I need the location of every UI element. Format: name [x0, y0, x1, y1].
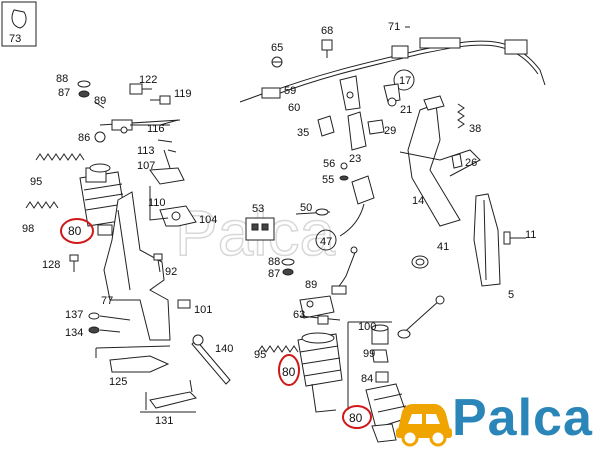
part-label: 87 [58, 87, 70, 99]
part-label: 86 [78, 132, 90, 144]
brand-logo: Palca [392, 386, 600, 453]
part-label: 134 [65, 327, 83, 339]
part-label: 23 [349, 153, 361, 165]
part-label: 110 [148, 197, 166, 209]
part-label: 60 [288, 102, 300, 114]
part-label: 140 [215, 343, 233, 355]
highlight-markers [60, 218, 372, 429]
part-label: 35 [297, 127, 309, 139]
part-label: 55 [322, 174, 334, 186]
part-label: 88 [268, 256, 280, 268]
part-label: 77 [101, 295, 113, 307]
part-label: 113 [137, 145, 155, 157]
part-label: 89 [305, 279, 317, 291]
part-label: 88 [56, 73, 68, 85]
part-label-highlighted: 80 [349, 411, 363, 425]
part-label: 101 [194, 304, 212, 316]
part-label: 98 [22, 223, 34, 235]
part-label: 17 [399, 75, 411, 87]
part-label: 26 [465, 157, 477, 169]
part-label: 29 [384, 125, 396, 137]
part-label: 99 [363, 348, 375, 360]
part-label: 95 [254, 349, 266, 361]
part-label: 84 [361, 373, 373, 385]
part-label: 104 [199, 214, 217, 226]
part-label: 50 [300, 202, 312, 214]
part-label: 137 [65, 309, 83, 321]
corner-box-label: 73 [9, 33, 21, 45]
part-label: 100 [358, 321, 376, 333]
part-label: 38 [469, 123, 481, 135]
part-label: 119 [174, 88, 192, 100]
part-label: 107 [137, 160, 155, 172]
part-label: 5 [508, 289, 514, 301]
part-label: 122 [139, 74, 157, 86]
highlight-circle-80-right [342, 405, 372, 429]
part-label: 125 [109, 376, 127, 388]
part-label: 11 [525, 229, 536, 241]
highlight-circle-80-left [60, 218, 94, 244]
part-label: 47 [320, 236, 332, 248]
part-label: 87 [268, 268, 280, 280]
part-label: 63 [293, 309, 305, 321]
highlight-circle-80-middle [278, 354, 300, 386]
part-label: 68 [321, 25, 333, 37]
part-label-highlighted: 80 [68, 224, 82, 238]
part-label: 89 [94, 95, 106, 107]
right-assembly [239, 37, 546, 443]
part-label: 21 [400, 104, 412, 116]
part-label: 14 [412, 195, 424, 207]
part-label: 65 [271, 42, 283, 54]
part-label: 128 [42, 259, 60, 271]
part-label: 53 [252, 203, 264, 215]
part-labels: 71 65 68 88 87 122 119 89 116 86 113 95 … [22, 21, 536, 427]
part-label: 71 [388, 21, 400, 33]
part-label-highlighted: 80 [282, 365, 296, 379]
part-label: 131 [155, 415, 173, 427]
part-label: 116 [147, 123, 165, 135]
part-label: 59 [284, 85, 296, 97]
part-label: 92 [165, 266, 177, 278]
corner-reference-box: 73 [1, 1, 37, 47]
part-label: 41 [437, 241, 449, 253]
part-label: 95 [30, 176, 42, 188]
car-icon [396, 404, 452, 447]
part-label: 56 [323, 158, 335, 170]
brand-name: Palca [452, 389, 593, 447]
left-assembly [25, 80, 231, 413]
